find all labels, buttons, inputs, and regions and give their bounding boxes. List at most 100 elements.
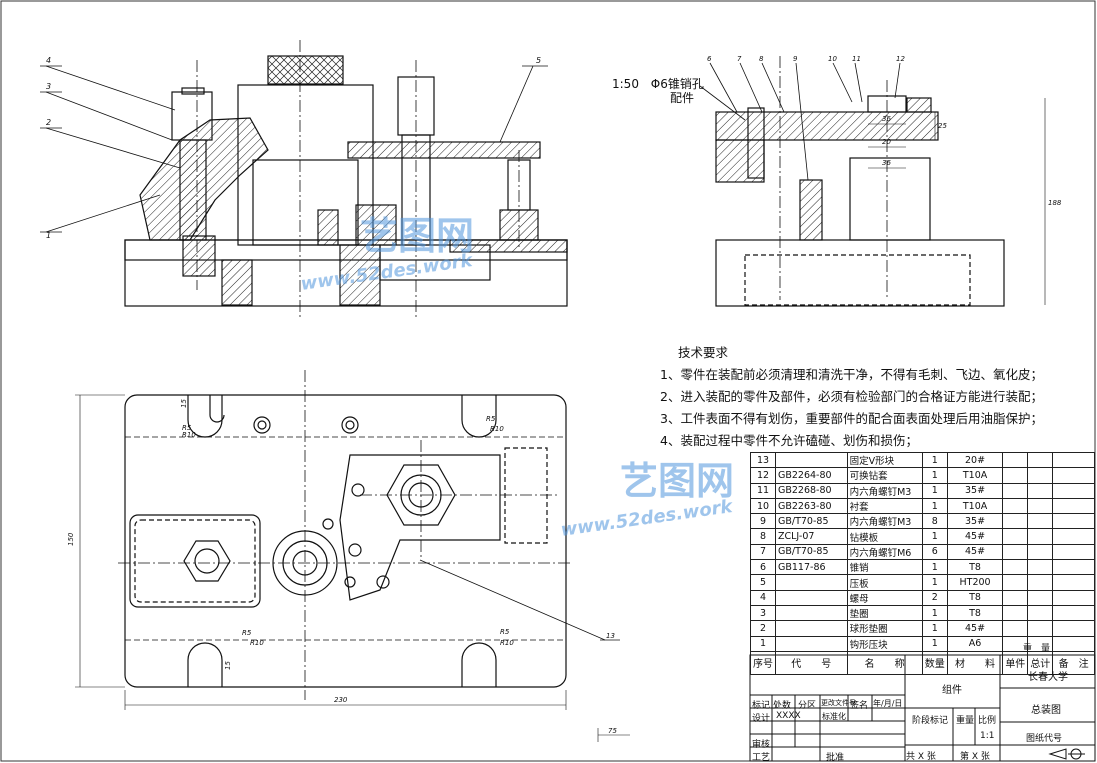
tb-standard: 标准化 xyxy=(822,712,846,721)
bom-cell-remark xyxy=(1052,574,1095,591)
bom-cell-code: GB2264-80 xyxy=(775,467,848,484)
callout-7: 7 xyxy=(737,55,742,63)
bom-cell-no: 11 xyxy=(750,482,776,499)
bom-cell-no: 10 xyxy=(750,497,776,515)
dim-230: 230 xyxy=(334,696,348,704)
dim-25: 25 xyxy=(938,122,947,130)
bom-cell-qty: 1 xyxy=(921,482,948,499)
tb-mark: 标记 xyxy=(752,701,771,711)
bom-cell-name: 衬套 xyxy=(846,497,923,515)
bom-cell-remark xyxy=(1052,513,1095,530)
bom-cell-tw xyxy=(1027,589,1054,606)
bom-cell-remark xyxy=(1052,467,1095,484)
bom-cell-code xyxy=(775,635,848,652)
dim-r10-a: R10 xyxy=(182,431,196,439)
bom-cell-no: 5 xyxy=(750,574,776,591)
pin-hole-sub-note: 配件 xyxy=(670,91,695,105)
bom-cell-qty: 1 xyxy=(921,604,948,622)
bom-cell-no: 6 xyxy=(750,559,776,576)
callout-4: 4 xyxy=(46,56,51,65)
bom-cell-no: 1 xyxy=(750,635,776,652)
bom-cell-remark xyxy=(1052,635,1095,652)
bom-cell-tw xyxy=(1027,467,1054,484)
bom-cell-tw xyxy=(1027,559,1054,576)
bom-cell-material: T10A xyxy=(946,497,1004,515)
side-section-view xyxy=(699,56,1046,307)
dim-r5-b: R5 xyxy=(486,415,496,423)
bom-cell-qty: 1 xyxy=(921,620,948,637)
dim-36-top: 36 xyxy=(882,115,891,123)
bom-cell-name: 固定V形块 xyxy=(846,451,923,469)
bom-cell-sw xyxy=(1002,559,1029,576)
bom-cell-material: 35# xyxy=(946,513,1004,530)
bom-cell-name: 内六角螺钉M6 xyxy=(846,543,923,561)
tech-item-3: 3、工件表面不得有划伤，重要部件的配合面表面处理后用油脂保护； xyxy=(660,411,1043,426)
bom-cell-material: A6 xyxy=(946,635,1004,652)
technical-requirements: 技术要求 1、零件在装配前必须清理和清洗干净，不得有毛刺、飞边、氧化皮； 2、进… xyxy=(660,342,1090,452)
tb-review: 审核 xyxy=(752,740,771,750)
bom-cell-sw xyxy=(1002,528,1029,545)
sheet-number: 第 X 张 xyxy=(960,752,990,762)
bom-cell-name: 可换钻套 xyxy=(846,467,923,484)
school-name: 长春大学 xyxy=(1028,672,1068,683)
bom-cell-no: 7 xyxy=(750,543,776,561)
bom-cell-tw xyxy=(1027,635,1054,652)
dim-188: 188 xyxy=(1048,199,1062,207)
bom-cell-material: 45# xyxy=(946,543,1004,561)
bom-cell-sw xyxy=(1002,497,1029,515)
bom-cell-material: 45# xyxy=(946,620,1004,637)
bom-cell-name: 压板 xyxy=(846,574,923,591)
bom-header-single: 单件 xyxy=(1002,650,1029,675)
bom-cell-tw xyxy=(1027,574,1054,591)
bom-cell-material: 20# xyxy=(946,451,1004,469)
bom-cell-tw xyxy=(1027,620,1054,637)
bom-cell-no: 4 xyxy=(750,589,776,606)
bom-cell-sw xyxy=(1002,604,1029,622)
callout-13: 13 xyxy=(606,632,615,640)
bom-cell-qty: 1 xyxy=(921,528,948,545)
bom-cell-tw xyxy=(1027,513,1054,530)
bom-cell-name: 钻模板 xyxy=(846,528,923,545)
scale-value: 1:1 xyxy=(980,731,995,741)
bom-cell-code: GB2268-80 xyxy=(775,482,848,499)
bom-cell-tw xyxy=(1027,497,1054,515)
bom-cell-no: 13 xyxy=(750,451,776,469)
tech-item-1: 1、零件在装配前必须清理和清洗干净，不得有毛刺、飞边、氧化皮； xyxy=(660,367,1043,382)
bom-cell-sw xyxy=(1002,574,1029,591)
bom-cell-material: T8 xyxy=(946,559,1004,576)
bom-cell-name: 垫圈 xyxy=(846,604,923,622)
bom-cell-qty: 1 xyxy=(921,467,948,484)
bom-header-name: 名 称 xyxy=(846,650,923,675)
dim-75: 75 xyxy=(608,727,617,735)
bom-cell-remark xyxy=(1052,482,1095,499)
bom-cell-no: 12 xyxy=(750,467,776,484)
scale-label: 比例 xyxy=(978,716,997,726)
bom-cell-tw xyxy=(1027,604,1054,622)
bom-cell-remark xyxy=(1052,543,1095,561)
bom-cell-code: GB2263-80 xyxy=(775,497,848,515)
drawing-code-label: 图纸代号 xyxy=(1026,734,1063,744)
bom-cell-sw xyxy=(1002,451,1029,469)
dim-r5-c: R5 xyxy=(242,629,252,637)
bom-header-qty: 数量 xyxy=(921,650,948,675)
tb-approve: 批准 xyxy=(826,753,845,763)
tb-count: 处数 xyxy=(773,701,792,711)
bom-cell-remark xyxy=(1052,620,1095,637)
bom-cell-sw xyxy=(1002,467,1029,484)
callout-11: 11 xyxy=(852,55,861,63)
dim-36-mid: 36 xyxy=(882,159,891,167)
bom-cell-code xyxy=(775,589,848,606)
bom-cell-sw xyxy=(1002,482,1029,499)
tech-item-2: 2、进入装配的零件及部件，必须有检验部门的合格证方能进行装配； xyxy=(660,389,1043,404)
bom-cell-qty: 1 xyxy=(921,451,948,469)
weight-label: 重量 xyxy=(956,716,975,726)
dim-15-top: 15 xyxy=(180,399,188,408)
dim-r10-d: R10 xyxy=(500,639,514,647)
